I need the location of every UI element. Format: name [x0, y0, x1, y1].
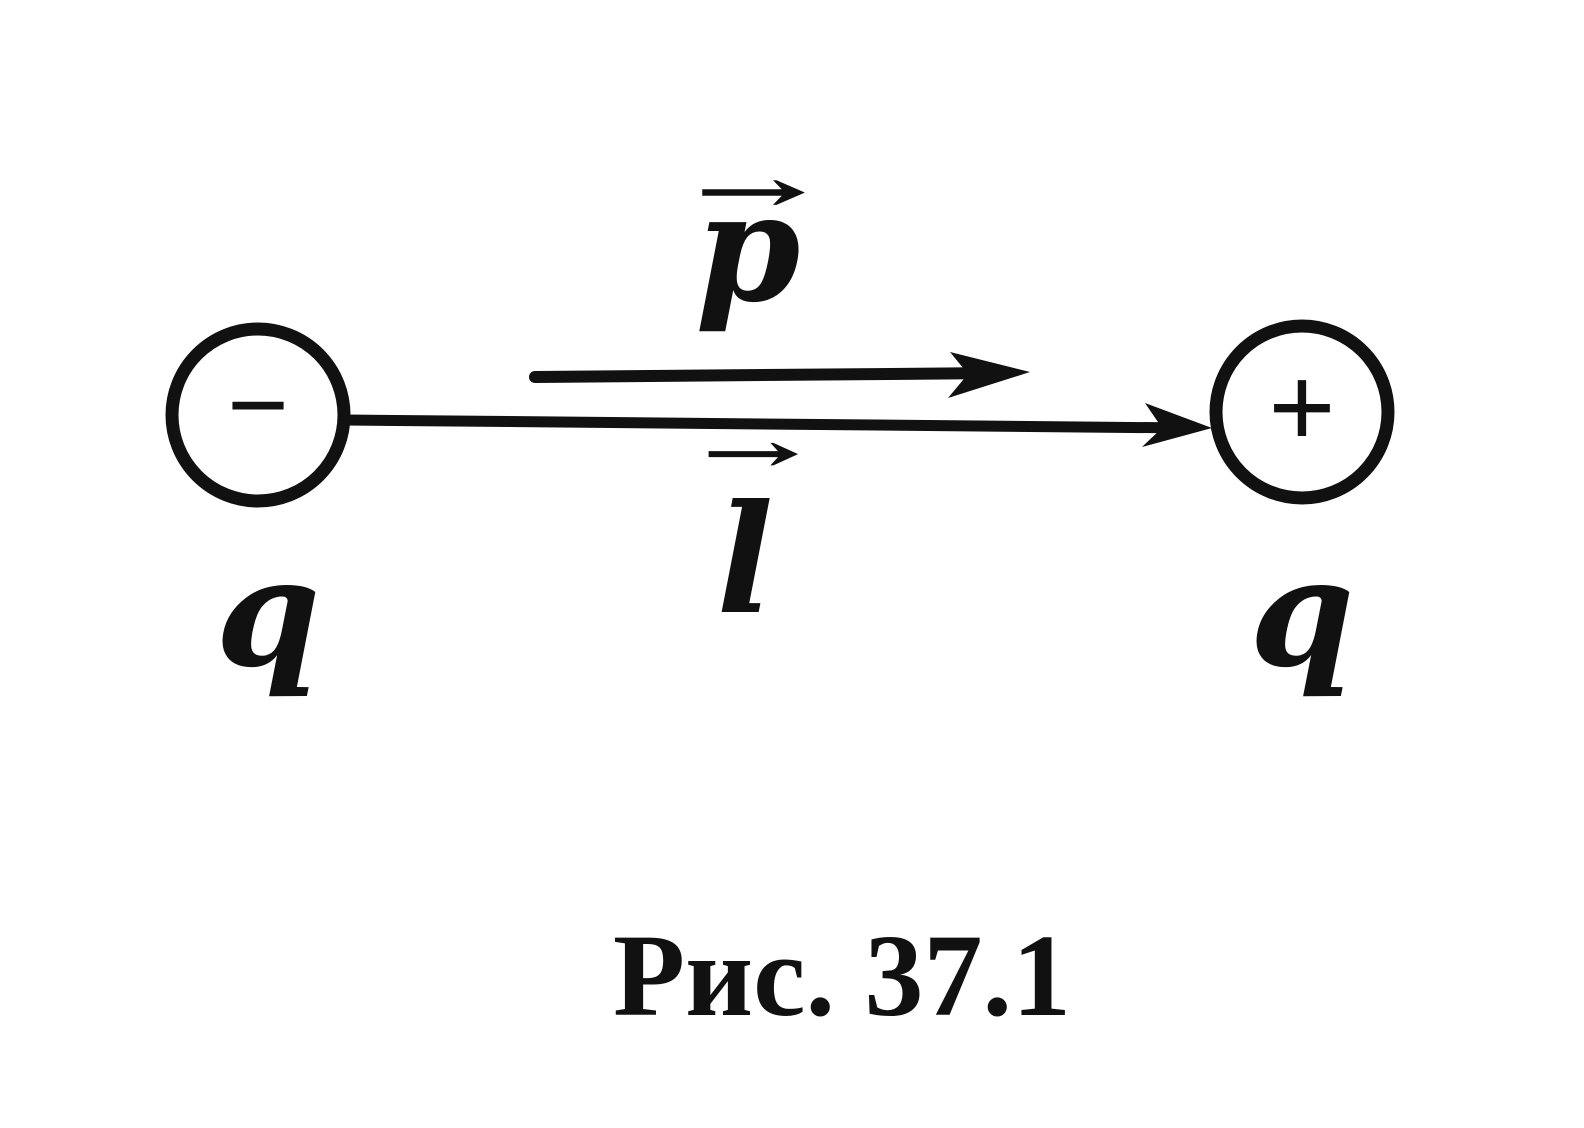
vector-p-arrow-mark: → — [694, 156, 809, 227]
vector-l-shaft — [339, 414, 1196, 434]
vector-p-line — [529, 352, 1030, 398]
vector-l-arrow-mark: → — [702, 421, 803, 486]
vector-l-line — [339, 403, 1212, 447]
vector-p-arrowhead — [948, 352, 1030, 398]
vector-l-label: → l — [702, 421, 803, 648]
vector-p-letter: p — [696, 160, 801, 336]
negative-charge-label: q — [216, 525, 321, 701]
negative-charge: − — [165, 322, 351, 508]
positive-charge-label: q — [1250, 525, 1355, 701]
vector-l-arrowhead — [1142, 403, 1212, 447]
positive-charge: + — [1209, 319, 1395, 505]
positive-charge-circle — [1209, 319, 1395, 505]
negative-charge-sign: − — [227, 344, 290, 466]
positive-charge-sign: + — [1268, 341, 1336, 474]
vector-l-letter: l — [717, 472, 774, 648]
figure-caption: Рис. 37.1 — [613, 910, 1071, 1041]
vector-p-label: → p — [694, 156, 809, 336]
vector-p-shaft — [529, 367, 1006, 383]
